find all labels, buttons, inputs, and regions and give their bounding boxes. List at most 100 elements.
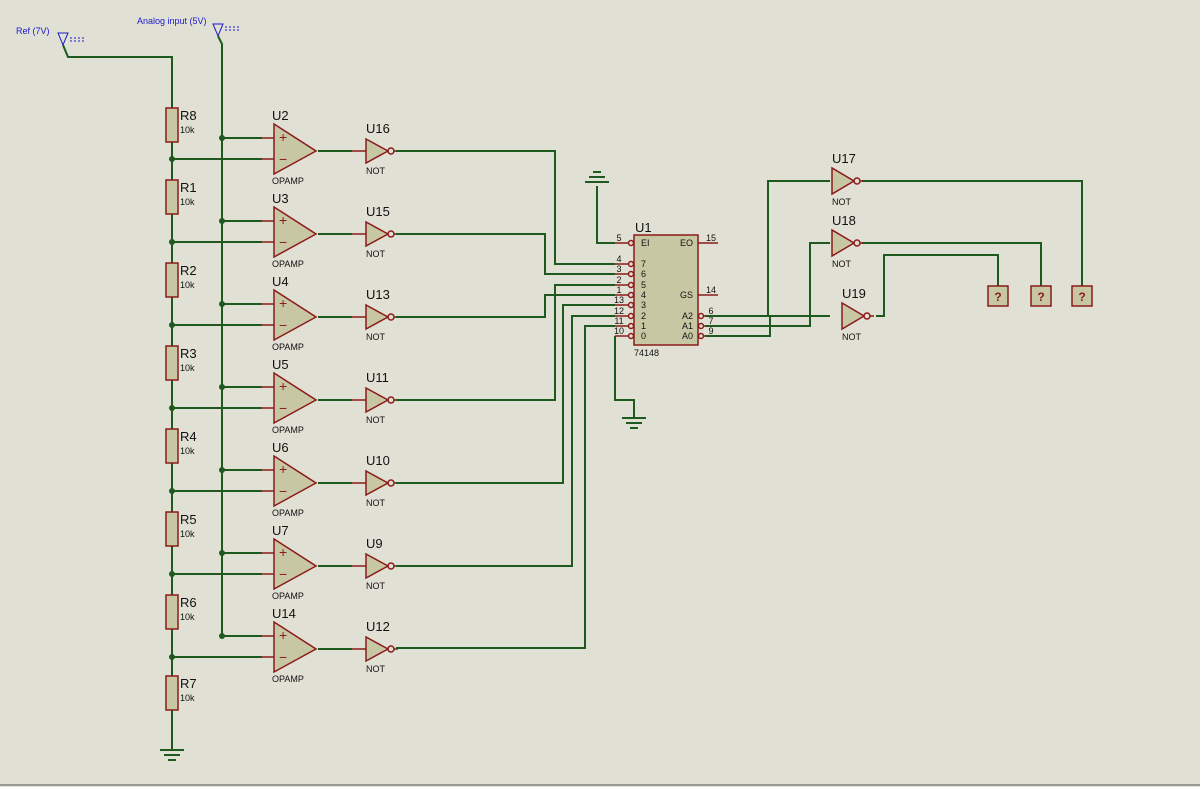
pin-bubble [627,281,635,289]
not-gate-body [365,386,390,414]
junction-dot [219,633,225,639]
pin-bubble [627,270,635,278]
ladder-wiring [62,35,223,750]
ref-terminal[interactable]: Ref (7V) [16,26,86,47]
pin-bubble [697,312,705,320]
opamp-minus-sign: − [279,317,287,333]
logic-probe-1[interactable]: ? [987,285,1009,307]
not-gate-ref: U12 [366,619,390,634]
junction-dot [219,467,225,473]
junction-dot [169,405,175,411]
opamp-ref: U6 [272,440,289,455]
pin-label: 3 [641,300,646,310]
encoder-pin-13[interactable]: 13 3 [614,295,646,310]
resistor-value: 10k [180,446,195,456]
pin-number: 13 [614,295,624,305]
not-gate-body [365,220,390,248]
not-gate-ref: U13 [366,287,390,302]
logic-probe-3[interactable]: ? [1071,285,1093,307]
opamp-body [273,620,318,674]
junction-dot [169,322,175,328]
resistor-value: 10k [180,529,195,539]
opamp-plus-sign: + [279,378,287,394]
opamp-type: OPAMP [272,259,304,269]
not-gate-ref: U11 [366,370,389,385]
not-gate-body [365,635,390,663]
opamp-plus-sign: + [279,295,287,311]
logic-probe-2[interactable]: ? [1030,285,1052,307]
resistor-value: 10k [180,125,195,135]
not-gate-bubble [863,312,871,320]
ref-terminal-label: Ref (7V) [16,26,50,36]
resistor-body [165,594,179,630]
ground-encoder-symbol [622,417,646,429]
pin-number: 2 [616,275,621,285]
not-gate-type: NOT [366,332,386,342]
opamp-type: OPAMP [272,508,304,518]
pin-bubble [627,322,635,330]
opamp-minus-sign: − [279,483,287,499]
junction-dot [169,654,175,660]
junction-dot [169,488,175,494]
opamp-ref: U4 [272,274,289,289]
resistor-value: 10k [180,693,195,703]
not-gate-bubble [387,230,395,238]
pin-bubble [627,291,635,299]
resistor-ref: R1 [180,180,197,195]
opamp-body [273,454,318,508]
analog-input-terminal[interactable]: Analog input (5V) [137,16,241,38]
opamp-type: OPAMP [272,425,304,435]
junction-dot [219,550,225,556]
opamp-ref: U2 [272,108,289,123]
pin-bubble [627,312,635,320]
not-gate-type: NOT [832,197,852,207]
resistor-ref: R8 [180,108,197,123]
pin-bubble [697,332,705,340]
not-gate-type: NOT [366,249,386,259]
not-gate-type: NOT [366,498,386,508]
pin-number: 7 [708,316,713,326]
ground-ladder-symbol [160,749,184,761]
pin-number: 4 [616,254,621,264]
not-gate-ref: U16 [366,121,390,136]
resistor-value: 10k [180,280,195,290]
